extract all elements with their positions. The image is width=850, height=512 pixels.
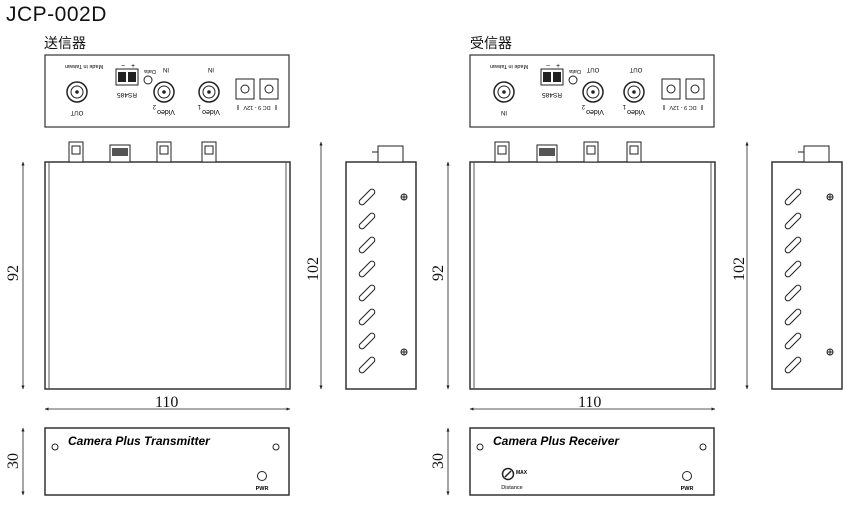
rs485-terminal [115, 68, 139, 86]
data-led [143, 75, 153, 85]
power-label: DC 9 - 12V [243, 104, 271, 110]
rs485-terminal [540, 68, 564, 86]
data-label: Data [568, 68, 581, 74]
pwr-label: PWR [256, 486, 269, 492]
max-label: MAX [516, 470, 528, 476]
receiver-depth-label: 102 [731, 257, 748, 281]
receiver-width-label: 110 [578, 394, 602, 411]
rs485-label: RS485 [117, 91, 137, 98]
receiver-heading: 受信器 [470, 36, 512, 52]
power-label: DC 9 - 12V [669, 104, 697, 110]
transmitter-rear-panel: Made in Taiwan OUT − + RS485 Data IN Vid… [44, 54, 290, 128]
transmitter-depth-label: 102 [305, 257, 322, 281]
rs485-plus: + [556, 63, 560, 70]
distance-label: Distance [501, 485, 522, 491]
brand-label: Camera Plus Receiver [493, 434, 620, 448]
made-in-label: Made in Taiwan [65, 63, 103, 69]
transmitter-front-view: Camera Plus Transmitter PWR [44, 427, 290, 496]
video2-number: 2 [152, 103, 156, 109]
receiver-front-height-label: 30 [430, 453, 447, 469]
video1-bnc-connector [623, 81, 645, 103]
video1-label: Video [627, 108, 645, 115]
transmitter-top-view [44, 141, 291, 390]
receiver-top-view [469, 141, 716, 390]
video2-label: Video [586, 108, 604, 115]
brand-label: Camera Plus Transmitter [68, 434, 211, 448]
transmitter-side-view [345, 145, 417, 390]
dc-power-jacks [661, 78, 705, 110]
video2-label: Video [157, 108, 175, 115]
distance-knob [501, 467, 515, 481]
bnc-in-label: IN [501, 109, 507, 115]
bnc-in-connector [493, 81, 515, 103]
video1-bnc-connector [198, 81, 220, 103]
video2-in-label: IN [163, 66, 169, 72]
video1-number: 1 [197, 103, 201, 109]
rs485-plus: + [131, 63, 135, 70]
video1-number: 1 [622, 103, 626, 109]
transmitter-front-height-label: 30 [5, 453, 22, 469]
data-led [568, 75, 578, 85]
dc-power-jacks [235, 78, 279, 110]
made-in-label: Made in Taiwan [490, 63, 528, 69]
pwr-label: PWR [681, 486, 694, 492]
video1-in-label: IN [208, 66, 214, 72]
receiver-front-view: Camera Plus Receiver MAX Distance PWR [469, 427, 715, 496]
video2-bnc-connector [153, 81, 175, 103]
rs485-label: RS485 [542, 91, 562, 98]
video2-bnc-connector [582, 81, 604, 103]
rs485-minus: − [121, 63, 125, 70]
transmitter-height-label: 92 [5, 265, 22, 281]
video1-label: Video [202, 108, 220, 115]
receiver-rear-panel: Made in Taiwan IN − + RS485 Data OUT Vid… [469, 54, 715, 128]
video2-number: 2 [581, 103, 585, 109]
data-label: Data [143, 68, 156, 74]
transmitter-heading: 送信器 [44, 36, 86, 52]
rs485-minus: − [546, 63, 550, 70]
bnc-out-label: OUT [70, 109, 83, 115]
page-title: JCP-002D [6, 3, 107, 26]
receiver-height-label: 92 [430, 265, 447, 281]
bnc-out-connector [66, 81, 88, 103]
pwr-led [257, 471, 267, 481]
video2-out-label: OUT [586, 66, 599, 72]
video1-out-label: OUT [629, 66, 642, 72]
receiver-side-view [771, 145, 843, 390]
pwr-led [682, 471, 692, 481]
transmitter-width-label: 110 [155, 394, 179, 411]
